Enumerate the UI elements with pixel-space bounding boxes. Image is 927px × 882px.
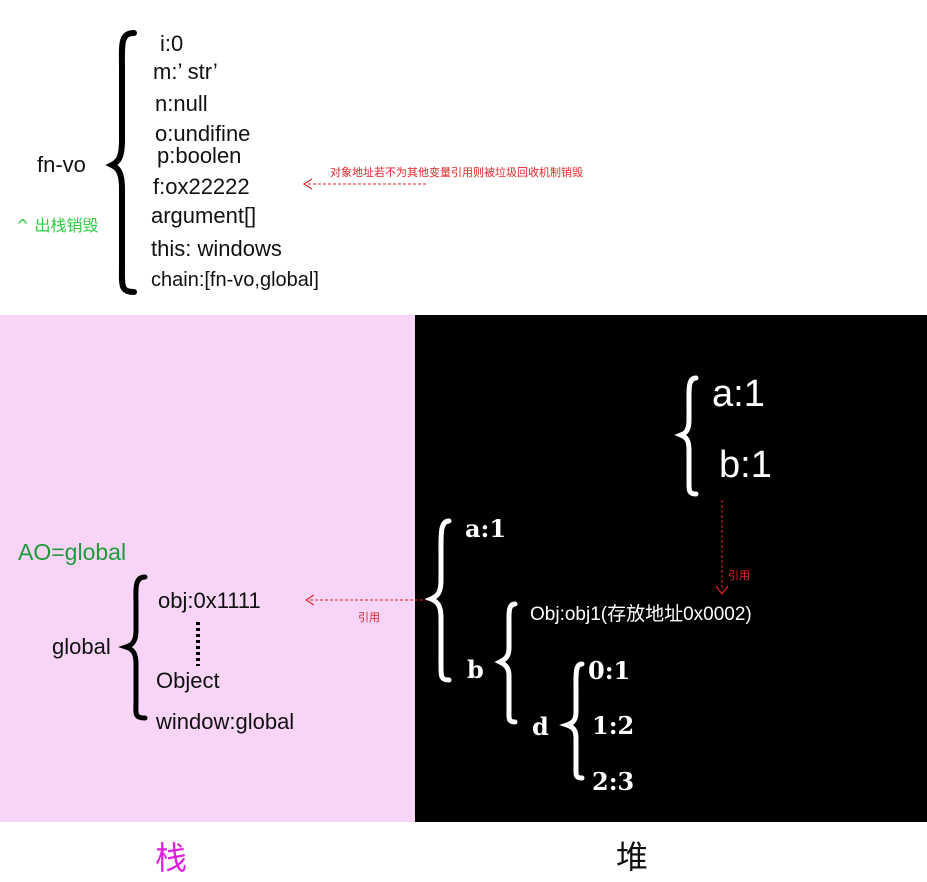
heap-obj-line: Obj:obj1(存放地址0x0002) xyxy=(530,604,752,625)
inner-brace xyxy=(674,375,699,497)
heap-caption: 堆 xyxy=(616,839,649,875)
ao-label: AO=global xyxy=(18,539,127,565)
fn-vo-item: m:’ str’ xyxy=(153,59,218,84)
fn-vo-item: this: windows xyxy=(151,236,282,261)
destroy-note: ^ 出栈销毁 xyxy=(16,216,99,235)
d-item: 0:1 xyxy=(588,656,631,685)
fn-vo-item: o:undifine xyxy=(155,121,251,146)
fn-vo-item: i:0 xyxy=(160,31,184,56)
fn-vo-label: fn-vo xyxy=(37,152,86,177)
stack-panel xyxy=(0,315,415,822)
heap-d-label: d xyxy=(532,712,549,741)
heap-b-label: b xyxy=(467,655,484,684)
inner-a: a:1 xyxy=(712,373,765,415)
inner-b: b:1 xyxy=(719,444,772,486)
fn-vo-item: n:null xyxy=(155,91,208,116)
heap-ref-label: 引用 xyxy=(728,569,750,582)
d-brace xyxy=(559,661,585,781)
fn-vo-item: argument[] xyxy=(151,203,257,228)
object-entry: Object xyxy=(156,668,220,693)
obj-entry: obj:0x1111 xyxy=(158,588,261,613)
global-label: global xyxy=(52,634,111,659)
stack-caption: 栈 xyxy=(155,840,188,876)
fn-vo-item: p:boolen xyxy=(157,143,242,168)
global-brace xyxy=(118,574,148,721)
b-brace xyxy=(494,601,518,725)
heap-a: a:1 xyxy=(465,514,507,543)
fn-vo-item: f:ox22222 xyxy=(153,174,250,199)
outer-brace xyxy=(424,518,452,683)
heap-panel xyxy=(415,315,927,822)
fn-vo-item: chain:[fn-vo,global] xyxy=(151,269,319,291)
window-entry: window:global xyxy=(156,709,295,734)
fn-vo-brace xyxy=(105,30,137,295)
gc-note: 对象地址若不为其他变量引用则被垃圾回收机制销毁 xyxy=(330,166,583,179)
d-item: 1:2 xyxy=(592,711,635,740)
stack-ref-label: 引用 xyxy=(358,611,380,624)
d-item: 2:3 xyxy=(592,767,635,796)
